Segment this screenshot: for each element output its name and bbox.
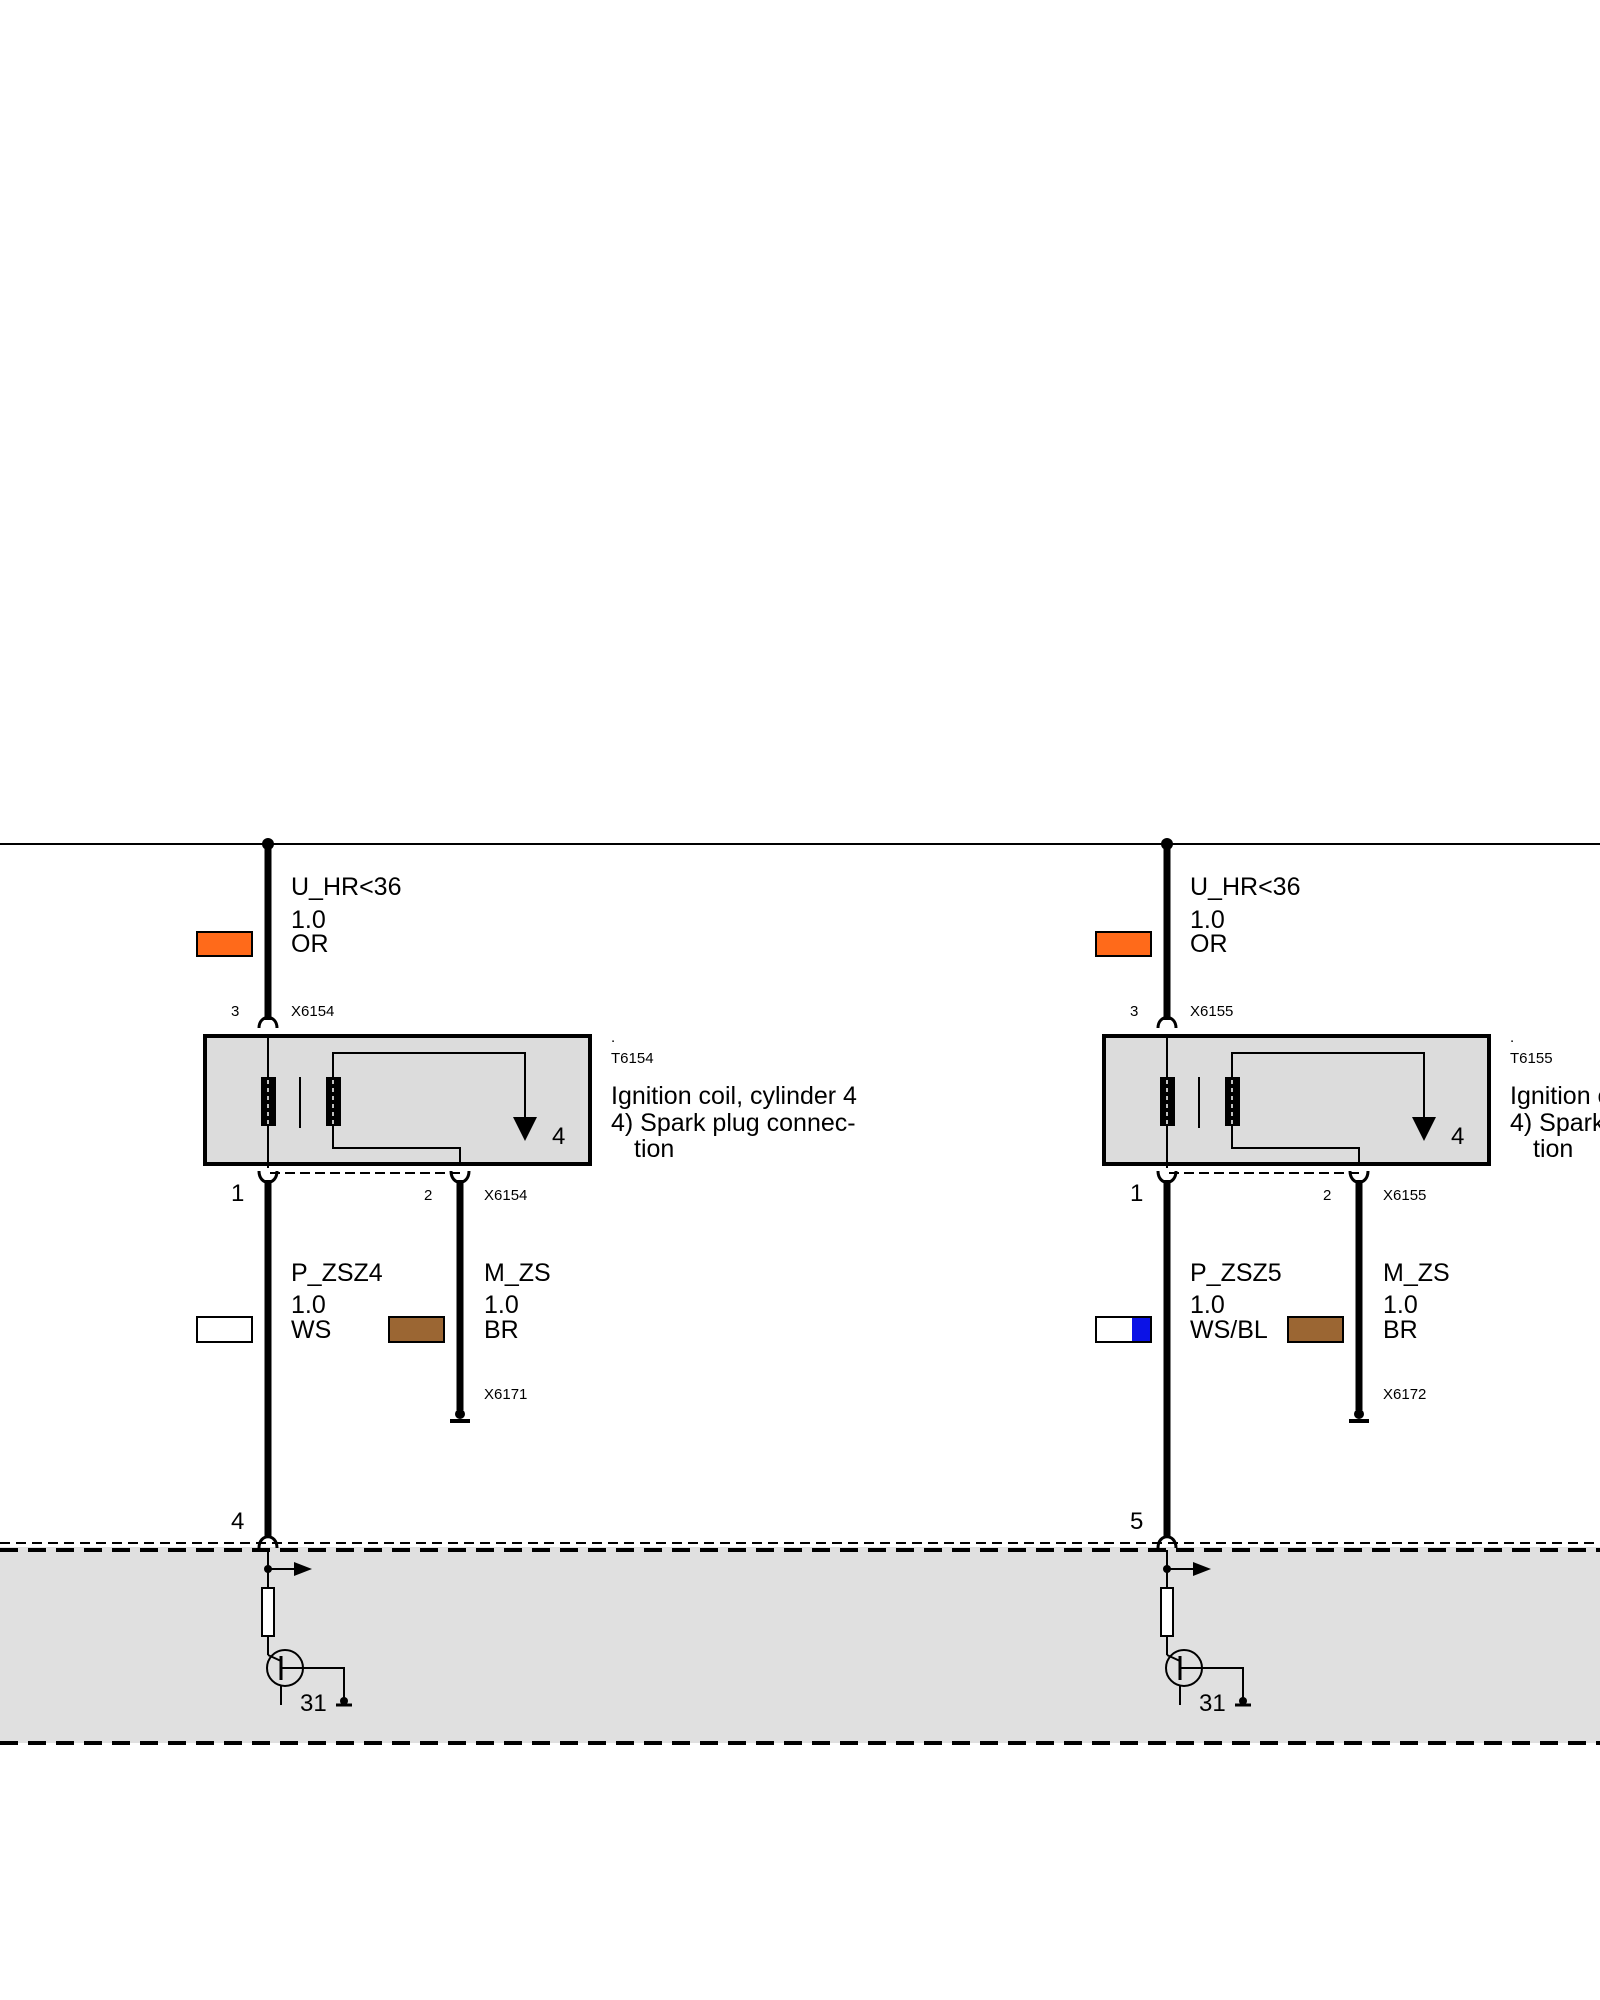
transistor-ground-wire xyxy=(300,1667,345,1701)
ecu-connector-symbol xyxy=(257,1535,279,1549)
ecu-ground-dot xyxy=(1239,1697,1247,1705)
signal-size-label: 1.0 xyxy=(1190,1291,1225,1319)
control-unit-fill xyxy=(0,1547,1600,1743)
pin-bottom-left-label: 1 xyxy=(1130,1180,1143,1207)
pin-top-label: 3 xyxy=(1130,1003,1138,1020)
circuit-cyl4: U_HR<36 1.0 OR 3 X6154 4 . T6154 Ignitio… xyxy=(196,838,857,1717)
supply-color-swatch xyxy=(196,931,253,957)
ecu-ground-label: 31 xyxy=(1199,1690,1226,1717)
control-unit-area xyxy=(0,1542,1600,1745)
signal-size-label: 1.0 xyxy=(291,1291,326,1319)
secondary-winding-icon xyxy=(1225,1077,1240,1126)
signal-color-label: WS xyxy=(291,1316,331,1344)
spark-plug-arrow-icon xyxy=(513,1117,537,1141)
signal-color-label: WS/BL xyxy=(1190,1316,1268,1344)
spark-plug-pin-label: 4 xyxy=(1451,1123,1464,1150)
signal-swatch-border xyxy=(1095,1316,1152,1343)
ecu-connector-symbol xyxy=(1156,1535,1178,1549)
ground-color-swatch xyxy=(1287,1316,1344,1343)
pin-top-label: 3 xyxy=(231,1003,239,1020)
secondary-ground-wire xyxy=(332,1126,461,1164)
secondary-ground-wire xyxy=(1231,1126,1360,1164)
signal-color-swatch xyxy=(196,1316,253,1343)
component-description: Ignition coil, cylinder 4 xyxy=(611,1082,857,1110)
supply-color-label: OR xyxy=(291,930,329,958)
connector-bottom-label: X6154 xyxy=(484,1187,527,1204)
ecu-diagnostic-arrow-icon xyxy=(1193,1562,1211,1576)
connector-top-label: X6154 xyxy=(291,1003,334,1020)
ecu-resistor-icon xyxy=(1160,1587,1174,1637)
ground-point-dot xyxy=(1354,1409,1364,1419)
ecu-ground-dot xyxy=(340,1697,348,1705)
component-id-label: T6154 xyxy=(611,1050,654,1067)
component-note-line2: tion xyxy=(634,1135,674,1163)
ecu-diagnostic-arrow-icon xyxy=(294,1562,312,1576)
secondary-output-wire xyxy=(332,1052,526,1120)
secondary-winding-icon xyxy=(326,1077,341,1126)
ground-color-swatch xyxy=(388,1316,445,1343)
supply-color-label: OR xyxy=(1190,930,1228,958)
ground-size-label: 1.0 xyxy=(484,1291,519,1319)
ground-size-label: 1.0 xyxy=(1383,1291,1418,1319)
component-dot-mark: . xyxy=(611,1029,615,1046)
ground-signal-label: M_ZS xyxy=(1383,1259,1450,1287)
circuit-cyl5: U_HR<36 1.0 OR 3 X6155 4 . T6155 Ignitio… xyxy=(1095,838,1600,1717)
ground-color-label: BR xyxy=(1383,1316,1418,1344)
ecu-pin-label: 5 xyxy=(1130,1508,1143,1535)
primary-winding-icon xyxy=(261,1077,276,1126)
pin-bottom-left-label: 1 xyxy=(231,1180,244,1207)
secondary-output-wire xyxy=(1231,1052,1425,1120)
component-note-line1: 4) Spark plug connec- xyxy=(611,1109,856,1137)
spark-plug-arrow-icon xyxy=(1412,1117,1436,1141)
signal-swatch-blue xyxy=(1132,1317,1151,1342)
ecu-resistor-icon xyxy=(261,1587,275,1637)
spark-plug-pin-label: 4 xyxy=(552,1123,565,1150)
transistor-ground-wire xyxy=(1199,1667,1244,1701)
primary-winding-icon xyxy=(1160,1077,1175,1126)
connector-top-label: X6155 xyxy=(1190,1003,1233,1020)
component-dot-mark: . xyxy=(1510,1029,1514,1046)
component-description: Ignition coil, cylinder 5 xyxy=(1510,1082,1600,1110)
pin-bottom-right-label: 2 xyxy=(424,1187,432,1204)
ecu-pin-label: 4 xyxy=(231,1508,244,1535)
ground-connector-label: X6171 xyxy=(484,1386,527,1403)
connector-top-symbol xyxy=(1156,1016,1178,1029)
signal-wire-label: P_ZSZ5 xyxy=(1190,1259,1282,1287)
ground-point-dot xyxy=(455,1409,465,1419)
pin-bottom-right-label: 2 xyxy=(1323,1187,1331,1204)
ground-signal-label: M_ZS xyxy=(484,1259,551,1287)
ecu-ground-label: 31 xyxy=(300,1690,327,1717)
component-id-label: T6155 xyxy=(1510,1050,1553,1067)
ground-connector-label: X6172 xyxy=(1383,1386,1426,1403)
transistor-collector xyxy=(267,1654,282,1662)
supply-size-label: 1.0 xyxy=(1190,906,1225,934)
component-note-line1: 4) Spark plug connec- xyxy=(1510,1109,1600,1137)
supply-signal-label: U_HR<36 xyxy=(1190,873,1300,901)
component-note-line2: tion xyxy=(1533,1135,1573,1163)
signal-swatch-white xyxy=(1096,1317,1132,1342)
signal-color-swatch xyxy=(1095,1316,1152,1343)
signal-wire-label: P_ZSZ4 xyxy=(291,1259,383,1287)
connector-top-symbol xyxy=(257,1016,279,1029)
supply-signal-label: U_HR<36 xyxy=(291,873,401,901)
transistor-collector xyxy=(1166,1654,1181,1662)
supply-size-label: 1.0 xyxy=(291,906,326,934)
ground-color-label: BR xyxy=(484,1316,519,1344)
supply-color-swatch xyxy=(1095,931,1152,957)
connector-bottom-label: X6155 xyxy=(1383,1187,1426,1204)
